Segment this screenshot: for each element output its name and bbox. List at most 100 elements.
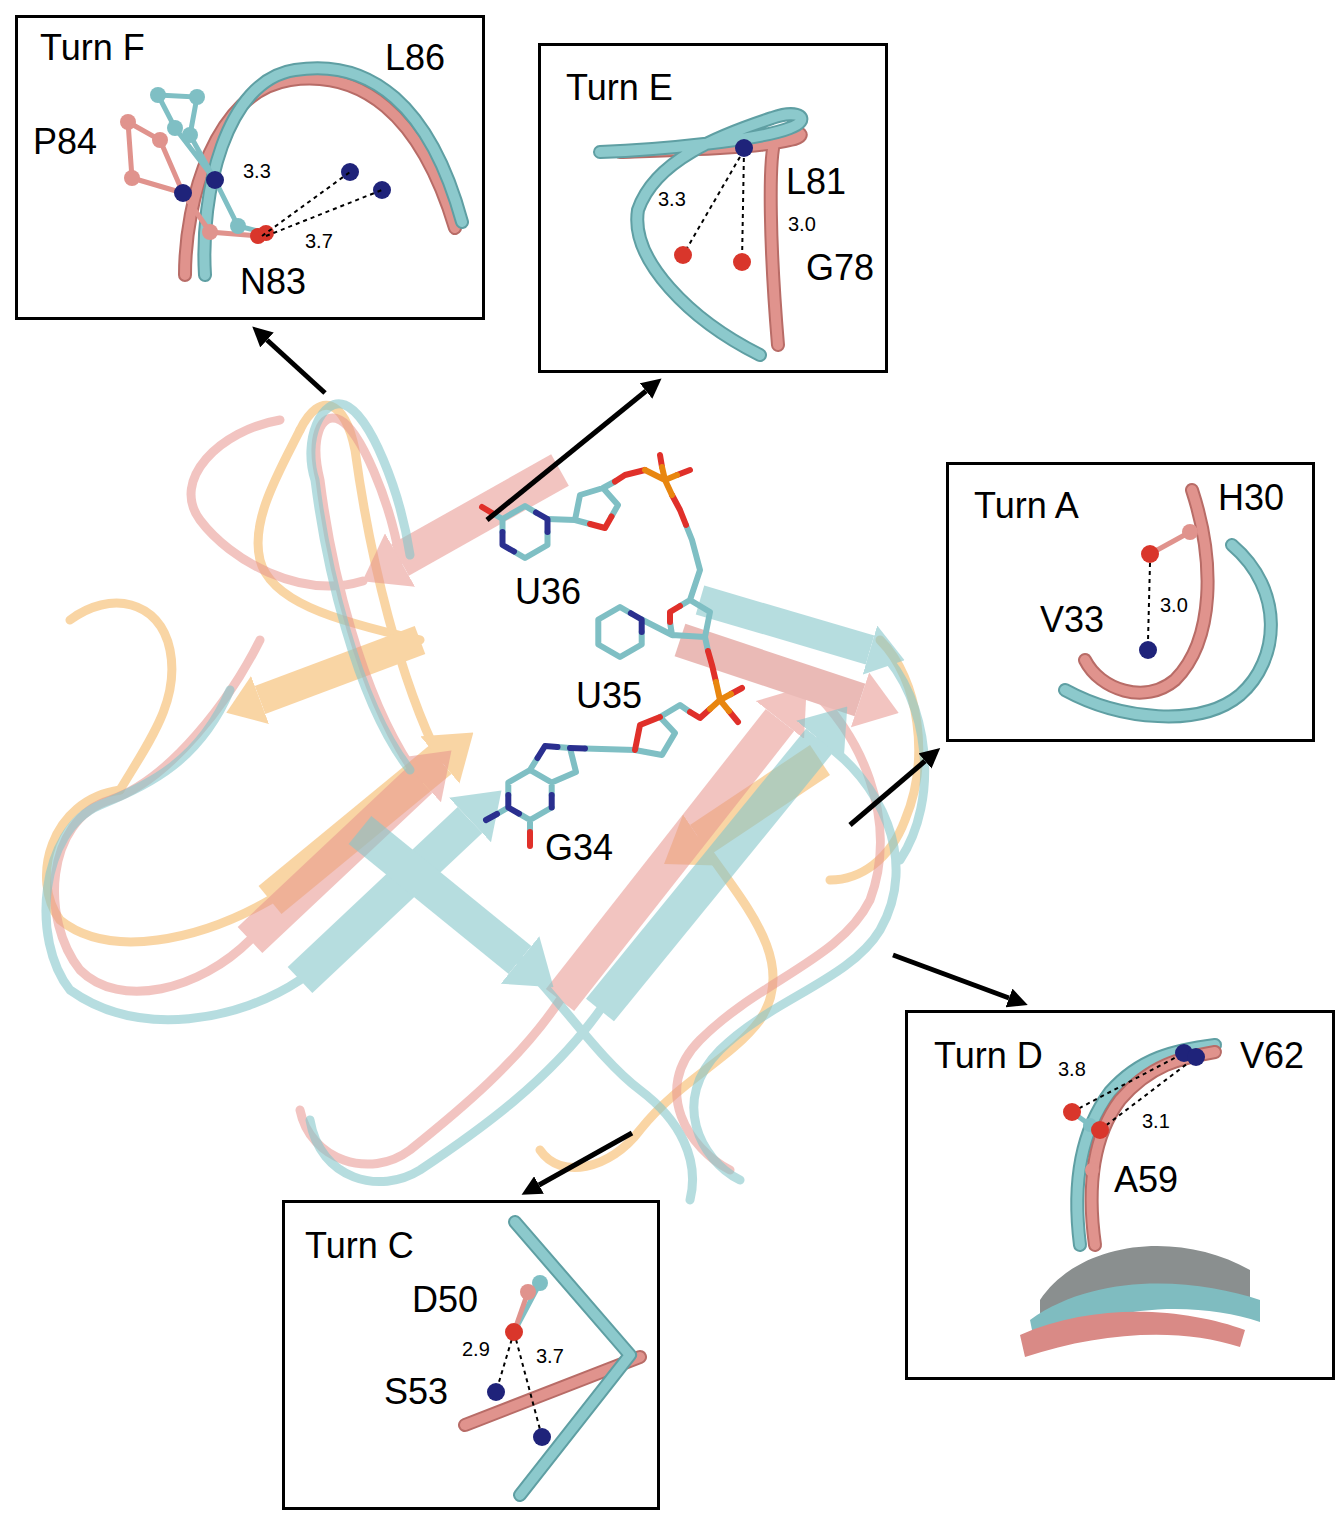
- residue-label: H30: [1218, 478, 1284, 518]
- residue-label: N83: [240, 262, 306, 302]
- residue-label: A59: [1114, 1160, 1178, 1200]
- atom: [167, 120, 183, 136]
- atom: [1085, 1163, 1099, 1177]
- residue-label: 3.7: [305, 230, 333, 252]
- backbone-tubes: [185, 68, 462, 275]
- residue-label: V33: [1040, 600, 1104, 640]
- nitrogen-bonds: [486, 513, 642, 821]
- loop: [694, 740, 896, 1180]
- nitrogen-atom: [341, 163, 359, 181]
- residue-label: D50: [412, 1280, 478, 1320]
- loop: [70, 603, 172, 790]
- orange-ribbon: [47, 405, 919, 1167]
- pointer-arrow: [487, 391, 646, 520]
- inset-heading: Turn E: [566, 68, 673, 108]
- nitrogen-atom: [735, 139, 753, 157]
- pink-sticks: [128, 122, 258, 236]
- loop: [310, 1010, 600, 1182]
- oxygen-atom: [505, 1323, 523, 1341]
- hbond-dashes: [683, 150, 744, 262]
- atom: [182, 127, 198, 143]
- tube-outline: [1092, 1052, 1215, 1245]
- loop: [46, 690, 300, 1020]
- oxygen-atom: [674, 246, 692, 264]
- nucleotide-label: U36: [515, 572, 581, 612]
- inset-box: Turn EL813.33.0G78: [538, 43, 888, 373]
- atom: [230, 218, 246, 234]
- residue-label: 3.3: [658, 188, 686, 210]
- inset-heading: Turn D: [934, 1036, 1043, 1076]
- pink-loops: [55, 418, 881, 1170]
- pointer-arrow: [893, 955, 1009, 998]
- backbone-tubes: [600, 114, 801, 355]
- cyan-tube: [1077, 1045, 1215, 1245]
- inset-box: Turn D V62 3.8 3.1A59: [905, 1010, 1335, 1380]
- loop: [316, 418, 420, 780]
- oxygen-atom: [258, 225, 274, 241]
- nitrogen-atom: [487, 1383, 505, 1401]
- hbond-dashes: [262, 172, 382, 236]
- nitrogen-atom: [533, 1428, 551, 1446]
- nitrogen-atom: [1139, 641, 1157, 659]
- tube-outline: [600, 114, 801, 355]
- atom: [1182, 524, 1198, 540]
- loop: [300, 1000, 560, 1164]
- inset-heading: Turn A: [974, 486, 1079, 526]
- loop: [311, 404, 410, 770]
- atom: [202, 224, 218, 240]
- residue-label: 2.9: [462, 1338, 490, 1360]
- nitrogen-atom: [373, 181, 391, 199]
- pink-tube: [1085, 490, 1208, 693]
- beta-strand: [600, 740, 820, 1010]
- atom-spheres: [120, 87, 391, 244]
- residue-label: L86: [385, 38, 445, 78]
- nucleotide-label: U35: [576, 676, 642, 716]
- turn-c-inset: [465, 1222, 640, 1495]
- loop: [191, 420, 363, 586]
- rna-sticks: [482, 455, 742, 846]
- residue-label: 3.1: [1142, 1110, 1170, 1132]
- cyan-ribbon: [46, 404, 925, 1200]
- turn-f-inset: [120, 68, 462, 275]
- backbone-tubes: [1077, 1045, 1215, 1245]
- residue-label: G78: [806, 248, 874, 288]
- cyan-tube: [600, 114, 801, 355]
- inset-box: Turn FP84L863.33.7N83: [15, 15, 485, 320]
- inset-heading: Turn F: [40, 28, 145, 68]
- cyan-loops: [46, 404, 925, 1200]
- atom: [152, 132, 168, 148]
- residue-label: 3.7: [536, 1345, 564, 1367]
- inset-box: Turn CD502.93.7S53: [282, 1200, 660, 1510]
- atom: [120, 114, 136, 130]
- backbone-tubes: [465, 1222, 640, 1495]
- beta-strand: [260, 640, 420, 700]
- turn-e-inset: [600, 114, 801, 355]
- oxygen-bonds: [482, 455, 742, 846]
- helix-ribbon: [1020, 1312, 1245, 1357]
- tube-outline: [1077, 1045, 1215, 1245]
- pink-tube: [1092, 1052, 1215, 1245]
- pointer-arrows: [267, 340, 1009, 1185]
- tube-outline: [515, 1222, 630, 1495]
- oxygen-atom: [1063, 1103, 1081, 1121]
- residue-label: 3.0: [788, 213, 816, 235]
- inset-box: Turn A H30 3.0 V33: [946, 462, 1315, 742]
- beta-strand: [700, 600, 870, 650]
- residue-label: 3.3: [243, 160, 271, 182]
- residue-label: 3.0: [1160, 594, 1188, 616]
- carbon-bonds: [492, 482, 710, 833]
- residue-label: V62: [1240, 1036, 1304, 1076]
- inset-heading: Turn C: [305, 1226, 414, 1266]
- hbond-dashes: [1148, 563, 1150, 641]
- residue-label: 3.8: [1058, 1058, 1086, 1080]
- oxygen-atom: [1091, 1121, 1109, 1139]
- nitrogen-atom: [206, 171, 224, 189]
- loop: [880, 650, 925, 860]
- turn-d-inset: [1020, 1044, 1260, 1357]
- atom: [520, 1284, 536, 1300]
- nitrogen-atom: [1187, 1048, 1205, 1066]
- orange-loops: [47, 405, 919, 1167]
- cyan-tube: [515, 1222, 630, 1495]
